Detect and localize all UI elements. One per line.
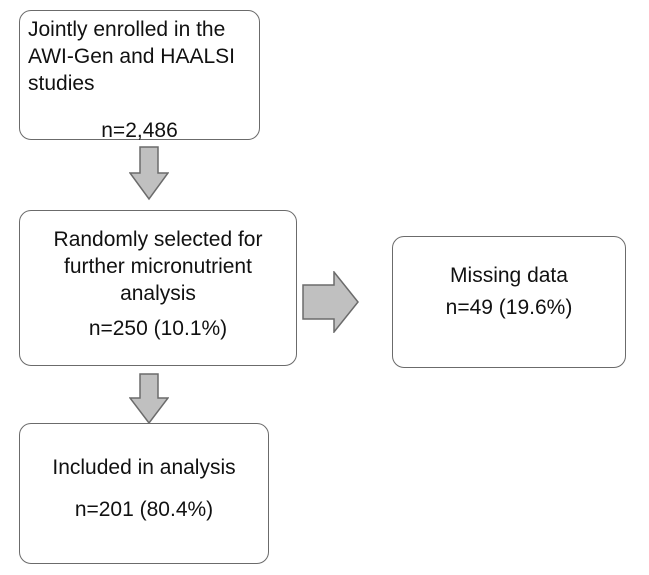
enrolled-title-line-3: studies [28,72,95,95]
enrolled-title-line-1: Jointly enrolled in the [28,18,226,41]
enrolled-count: n=2,486 [101,119,178,142]
included-count: n=201 (80.4%) [74,498,214,521]
included-title: Included in analysis [20,454,268,481]
missing-title-line-1: Missing data [450,264,568,287]
down-arrow-icon [129,373,169,425]
enrolled-title: Jointly enrolled in the AWI-Gen and HAAL… [28,16,258,97]
missing-count: n=49 (19.6%) [445,296,573,319]
selected-title: Randomly selected for further micronutri… [20,226,296,307]
missing-title: Missing data [393,262,625,289]
selected-title-line-1: Randomly selected for [53,228,263,251]
selected-title-line-2: further micronutrient [64,255,252,278]
enrolled-box: Jointly enrolled in the AWI-Gen and HAAL… [19,10,260,142]
included-box: Included in analysis n=201 (80.4%) [19,423,269,564]
selected-count: n=250 (10.1%) [88,317,228,340]
selected-title-line-3: analysis [120,282,196,305]
missing-box: Missing data n=49 (19.6%) [392,236,626,368]
down-arrow-icon [129,146,169,201]
selected-box: Randomly selected for further micronutri… [19,210,297,366]
enrolled-title-line-2: AWI-Gen and HAALSI [28,45,235,68]
right-arrow-icon [302,271,359,333]
included-title-line-1: Included in analysis [52,456,236,479]
